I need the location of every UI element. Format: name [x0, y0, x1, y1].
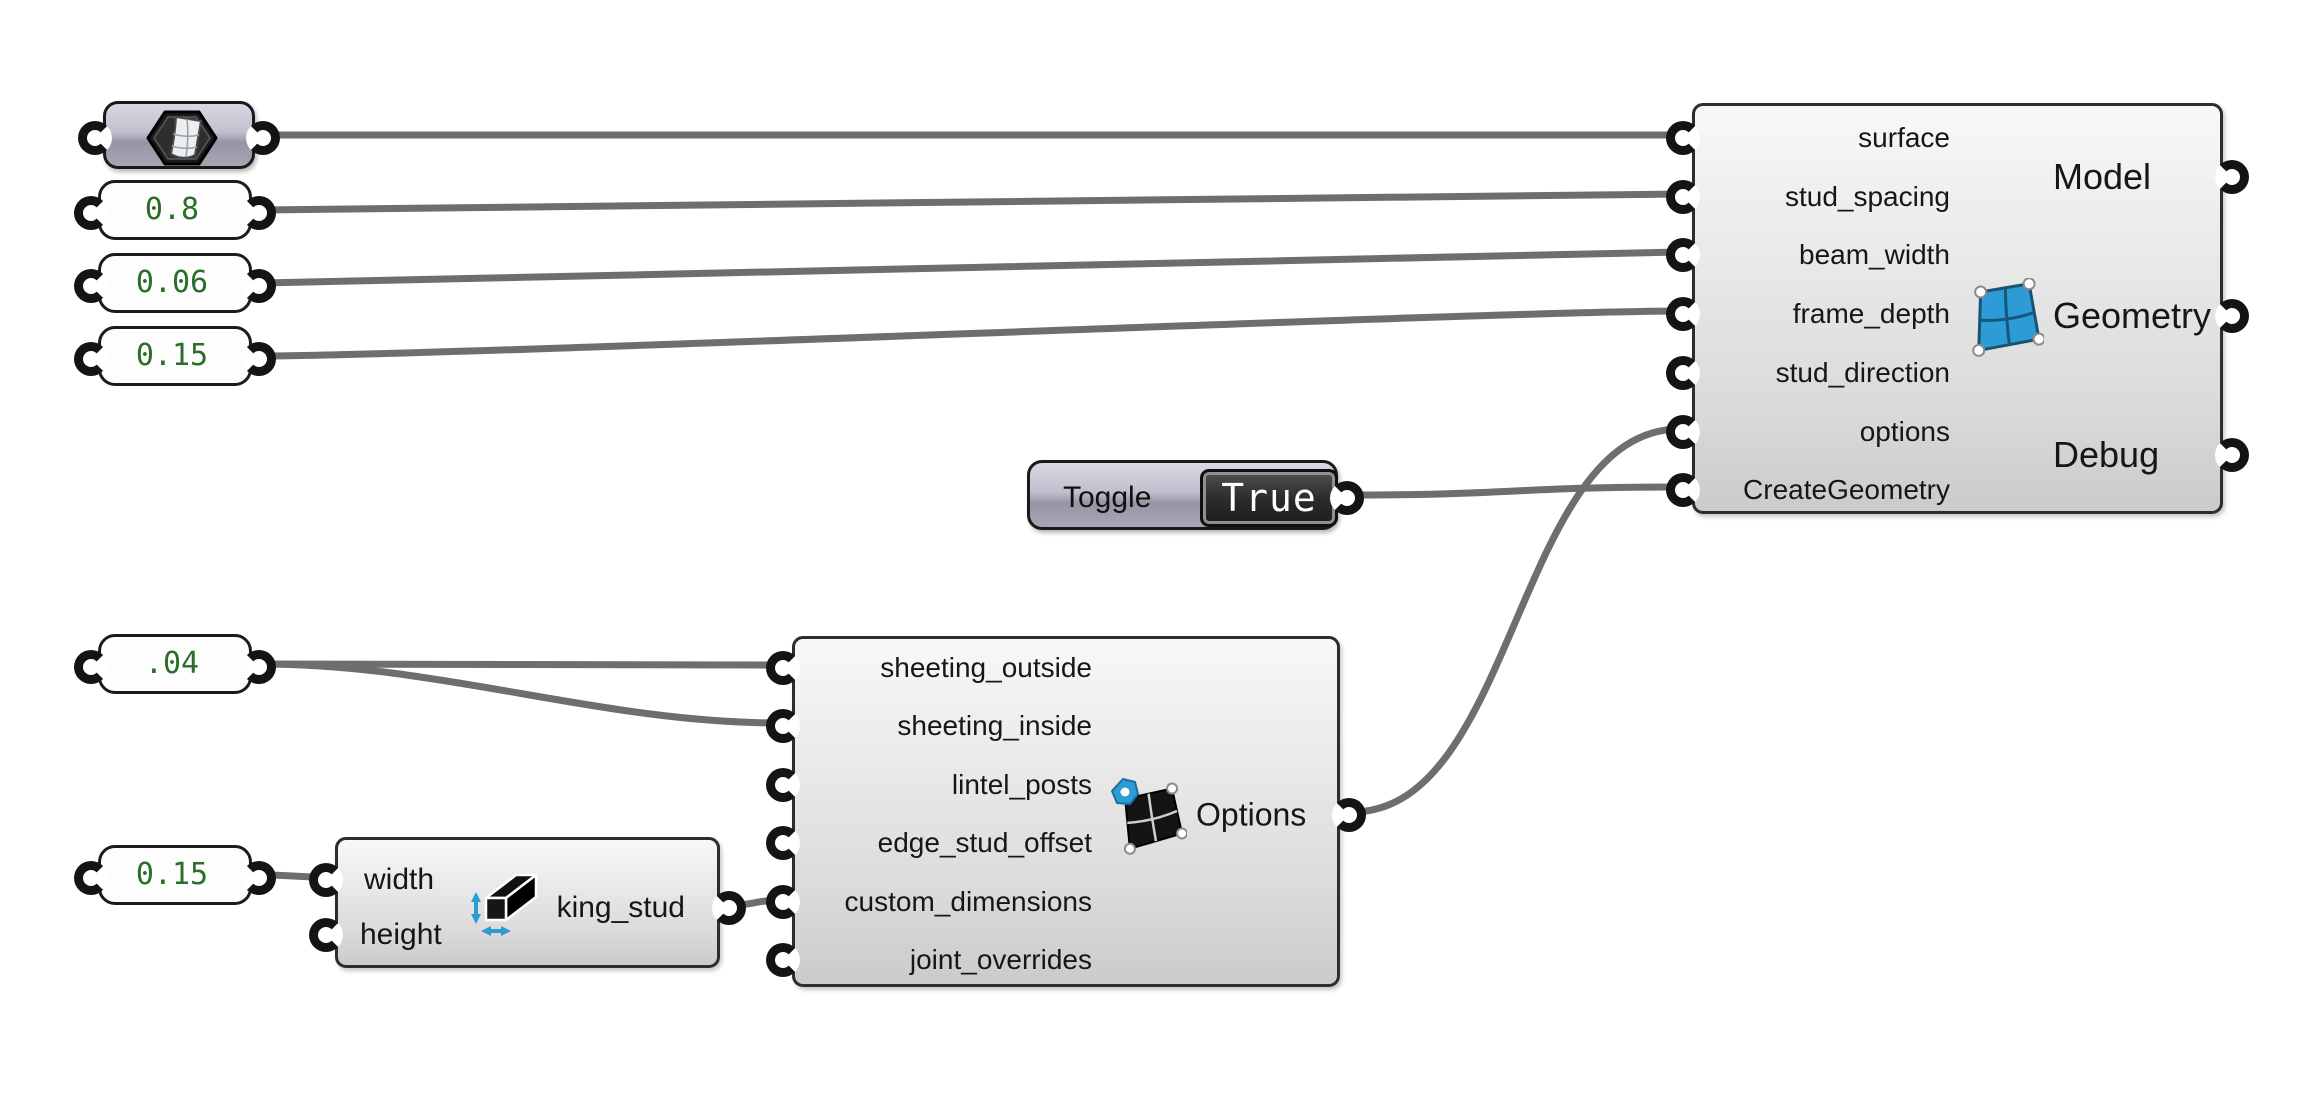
- panel-output-port[interactable]: [242, 196, 276, 230]
- model-frame-depth-port[interactable]: [1666, 297, 1700, 331]
- panel-value: 0.8: [144, 191, 200, 227]
- model-surface-port[interactable]: [1666, 121, 1700, 155]
- model-output-label: Model: [2053, 156, 2152, 197]
- options-input-label: lintel_posts: [951, 769, 1092, 800]
- panel-input-port[interactable]: [74, 269, 108, 303]
- wire[interactable]: [1348, 425, 1684, 816]
- panel-value: 0.06: [135, 264, 209, 300]
- toggle-label: Toggle: [1063, 481, 1152, 514]
- king-stud-output-port[interactable]: [712, 891, 746, 925]
- model-create-geometry-port[interactable]: [1666, 473, 1700, 507]
- number-panel-king-stud-width[interactable]: 0.15: [74, 845, 276, 905]
- model-input-label: beam_width: [1799, 239, 1950, 270]
- number-panel-beam-width[interactable]: 0.06: [74, 253, 276, 313]
- options-sheeting-outside-port[interactable]: [766, 651, 800, 685]
- boolean-toggle-node[interactable]: Toggle True: [1027, 460, 1364, 530]
- options-input-label: sheeting_outside: [880, 652, 1092, 683]
- options-lintel-posts-port[interactable]: [766, 768, 800, 802]
- wire[interactable]: [258, 307, 1684, 360]
- toggle-value: True: [1221, 476, 1317, 520]
- options-edge-stud-offset-port[interactable]: [766, 826, 800, 860]
- model-input-label: surface: [1858, 122, 1950, 153]
- king-stud-input-label: width: [364, 863, 435, 896]
- model-input-label: frame_depth: [1792, 298, 1950, 329]
- panel-output-port[interactable]: [242, 269, 276, 303]
- model-stud-direction-port[interactable]: [1666, 356, 1700, 390]
- king-stud-height-port[interactable]: [309, 918, 343, 952]
- model-beam-width-port[interactable]: [1666, 238, 1700, 272]
- surface-hexagon-icon: [146, 110, 218, 166]
- model-stud-spacing-port[interactable]: [1666, 180, 1700, 214]
- wire[interactable]: [258, 190, 1684, 214]
- model-options-port[interactable]: [1666, 415, 1700, 449]
- options-joint-overrides-port[interactable]: [766, 943, 800, 977]
- panel-input-port[interactable]: [74, 861, 108, 895]
- surface-param-output-port[interactable]: [246, 121, 280, 155]
- toggle-value-box[interactable]: True: [1200, 469, 1338, 527]
- model-input-label: CreateGeometry: [1743, 474, 1950, 505]
- panel-value: 0.15: [135, 337, 209, 373]
- options-input-label: joint_overrides: [909, 944, 1092, 975]
- king-stud-width-port[interactable]: [309, 863, 343, 897]
- toggle-output-port[interactable]: [1330, 481, 1364, 515]
- model-component[interactable]: surface stud_spacing beam_width frame_de…: [1666, 103, 2249, 514]
- options-input-label: custom_dimensions: [844, 886, 1092, 917]
- number-panel-frame-depth[interactable]: 0.15: [74, 326, 276, 386]
- options-sheeting-inside-port[interactable]: [766, 709, 800, 743]
- options-patch-icon: [1110, 777, 1187, 855]
- options-input-label: edge_stud_offset: [877, 827, 1092, 858]
- options-output-label: Options: [1196, 796, 1307, 833]
- model-input-label: options: [1859, 416, 1950, 447]
- wire[interactable]: [1346, 483, 1684, 499]
- king-stud-component[interactable]: width height king_stud: [309, 837, 746, 968]
- panel-output-port[interactable]: [242, 861, 276, 895]
- options-input-label: sheeting_inside: [897, 710, 1092, 741]
- model-output-label: Geometry: [2053, 295, 2212, 336]
- options-component[interactable]: sheeting_outside sheeting_inside lintel_…: [766, 636, 1366, 987]
- king-stud-output-label: king_stud: [556, 891, 685, 924]
- options-custom-dimensions-port[interactable]: [766, 885, 800, 919]
- king-stud-input-label: height: [360, 918, 442, 951]
- model-model-port[interactable]: [2215, 160, 2249, 194]
- panel-output-port[interactable]: [242, 650, 276, 684]
- surface-param-input-port[interactable]: [78, 121, 112, 155]
- panel-output-port[interactable]: [242, 342, 276, 376]
- wire[interactable]: [258, 248, 1684, 287]
- panel-input-port[interactable]: [74, 650, 108, 684]
- panel-value: .04: [144, 645, 200, 681]
- panel-input-port[interactable]: [74, 196, 108, 230]
- number-panel-sheeting[interactable]: .04: [74, 634, 276, 694]
- options-output-port[interactable]: [1332, 798, 1366, 832]
- geometry-patch-icon: [1972, 278, 2044, 357]
- model-debug-port[interactable]: [2215, 438, 2249, 472]
- surface-param-node[interactable]: [78, 101, 280, 169]
- panel-value: 0.15: [135, 856, 209, 892]
- panel-input-port[interactable]: [74, 342, 108, 376]
- wire[interactable]: [258, 660, 784, 727]
- number-panel-stud-spacing[interactable]: 0.8: [74, 180, 276, 240]
- model-geometry-port[interactable]: [2215, 299, 2249, 333]
- model-input-label: stud_direction: [1775, 357, 1950, 388]
- model-input-label: stud_spacing: [1784, 181, 1950, 212]
- model-output-label: Debug: [2053, 434, 2160, 475]
- beam-dimensions-icon: [471, 873, 538, 936]
